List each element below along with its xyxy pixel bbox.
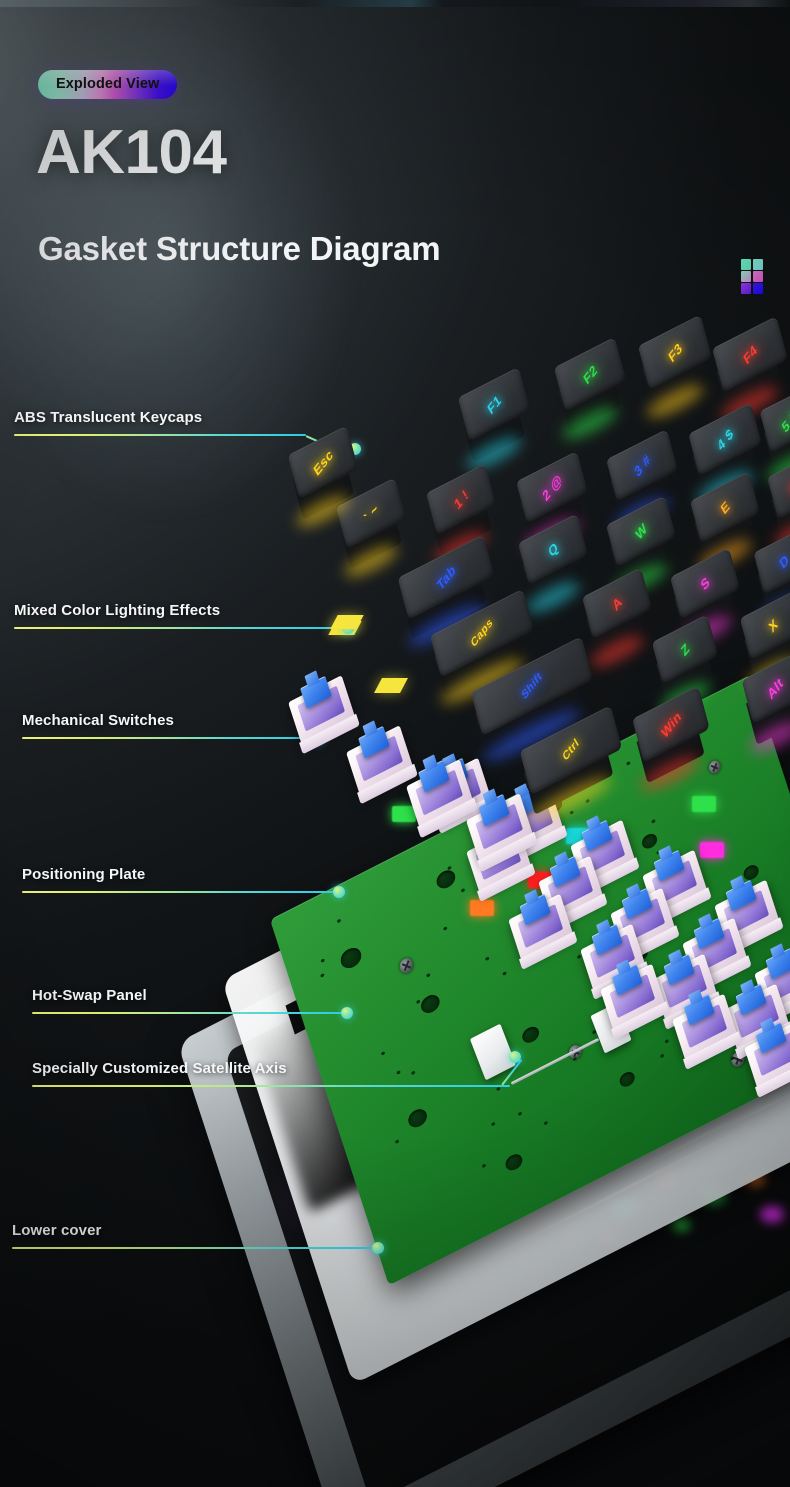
pcb-via [544, 1121, 549, 1126]
pcb-mounting-hole [640, 831, 658, 851]
callout-line [14, 434, 306, 436]
pcb-via [496, 1086, 501, 1091]
pcb-via [461, 888, 466, 893]
callout-label: Specially Customized Satellite Axis [32, 1060, 287, 1077]
page-title: AK104 [36, 117, 227, 188]
pcb-led [470, 900, 494, 916]
pcb-screw [708, 759, 722, 776]
pcb-mounting-hole [520, 1024, 541, 1046]
pcb-led [700, 842, 724, 858]
badge-label: Exploded View [56, 76, 159, 92]
pcb-via [664, 1039, 669, 1044]
pcb-via [447, 865, 452, 870]
callout-line [22, 737, 314, 739]
keycap: Alt [744, 666, 790, 736]
callout-label: Mixed Color Lighting Effects [14, 602, 220, 619]
keycap: F4 [714, 332, 786, 402]
page-subtitle: Gasket Structure Diagram [38, 230, 440, 268]
exploded-view-badge: Exploded View [38, 70, 177, 99]
pcb-via [572, 1057, 577, 1062]
pcb-via [485, 956, 490, 961]
pcb-mounting-hole [504, 1151, 525, 1173]
mechanical-switch-floating [288, 675, 356, 747]
callout-hot-swap-panel: Hot-Swap Panel [32, 978, 362, 1014]
pcb-screw [398, 956, 415, 976]
pcb-via [576, 955, 581, 960]
keycap: E [692, 486, 758, 554]
callout-mechanical-switches: Mechanical Switches [22, 703, 332, 739]
keycap: F2 [556, 352, 624, 422]
pcb-mounting-hole [742, 863, 760, 883]
keycap: F1 [460, 382, 528, 452]
callout-line-angled [501, 1059, 522, 1085]
callout-label: Lower cover [12, 1222, 101, 1239]
pcb-via [491, 1121, 496, 1126]
pcb-via [502, 971, 507, 976]
keycap: Win [634, 702, 708, 772]
pcb-via [651, 819, 656, 824]
callout-specially-customized-satellite-axis: Specially Customized Satellite Axis [32, 1051, 522, 1087]
callout-line [32, 1012, 342, 1014]
pcb-led [692, 796, 716, 812]
callout-line [12, 1247, 374, 1249]
callout-lower-cover: Lower cover [12, 1213, 392, 1249]
callout-dot [341, 1007, 353, 1019]
keycap: F3 [640, 330, 710, 400]
pcb-via [660, 1054, 665, 1059]
keycap: Q [520, 528, 586, 596]
pcb-via [416, 999, 421, 1004]
pcb-mounting-hole [618, 1069, 636, 1089]
light-patch [374, 678, 408, 693]
callout-positioning-plate: Positioning Plate [22, 857, 352, 893]
keycap: 1 ! [428, 478, 494, 546]
callout-label: ABS Translucent Keycaps [14, 409, 202, 426]
pcb-via [426, 973, 431, 978]
callout-dot [333, 886, 345, 898]
pcb-via [337, 918, 342, 923]
pcb-via [482, 1163, 487, 1168]
callout-label: Mechanical Switches [22, 712, 174, 729]
pcb-via [626, 761, 631, 766]
pcb-via [569, 810, 574, 815]
callout-label: Hot-Swap Panel [32, 987, 147, 1004]
callout-line [22, 891, 334, 893]
callout-abs-translucent-keycaps: ABS Translucent Keycaps [14, 400, 334, 436]
pcb-via [321, 959, 326, 964]
keycap: Ctrl [520, 728, 622, 798]
keycap: W [608, 510, 674, 578]
light-patch [330, 615, 363, 629]
callout-label: Positioning Plate [22, 866, 145, 883]
pcb-mounting-hole [434, 867, 457, 891]
keycap: A [584, 582, 650, 650]
callout-line [14, 627, 334, 629]
callout-dot [372, 1242, 384, 1254]
pcb-via [444, 926, 449, 931]
callout-mixed-color-lighting-effects: Mixed Color Lighting Effects [14, 593, 350, 629]
keycap: Z [654, 628, 716, 696]
pcb-via [395, 1139, 400, 1144]
pcb-via [518, 1112, 523, 1117]
keycap: Esc [290, 440, 356, 510]
keycap: R [770, 466, 790, 534]
pcb-mounting-hole [338, 944, 363, 971]
mechanical-switch-floating [346, 725, 414, 797]
pcb-mounting-hole [406, 1106, 429, 1130]
callout-line [32, 1085, 510, 1087]
pcb-mounting-hole [419, 992, 442, 1016]
keycap: 5 % [762, 398, 790, 466]
gradient-square-grid-icon [741, 259, 763, 295]
